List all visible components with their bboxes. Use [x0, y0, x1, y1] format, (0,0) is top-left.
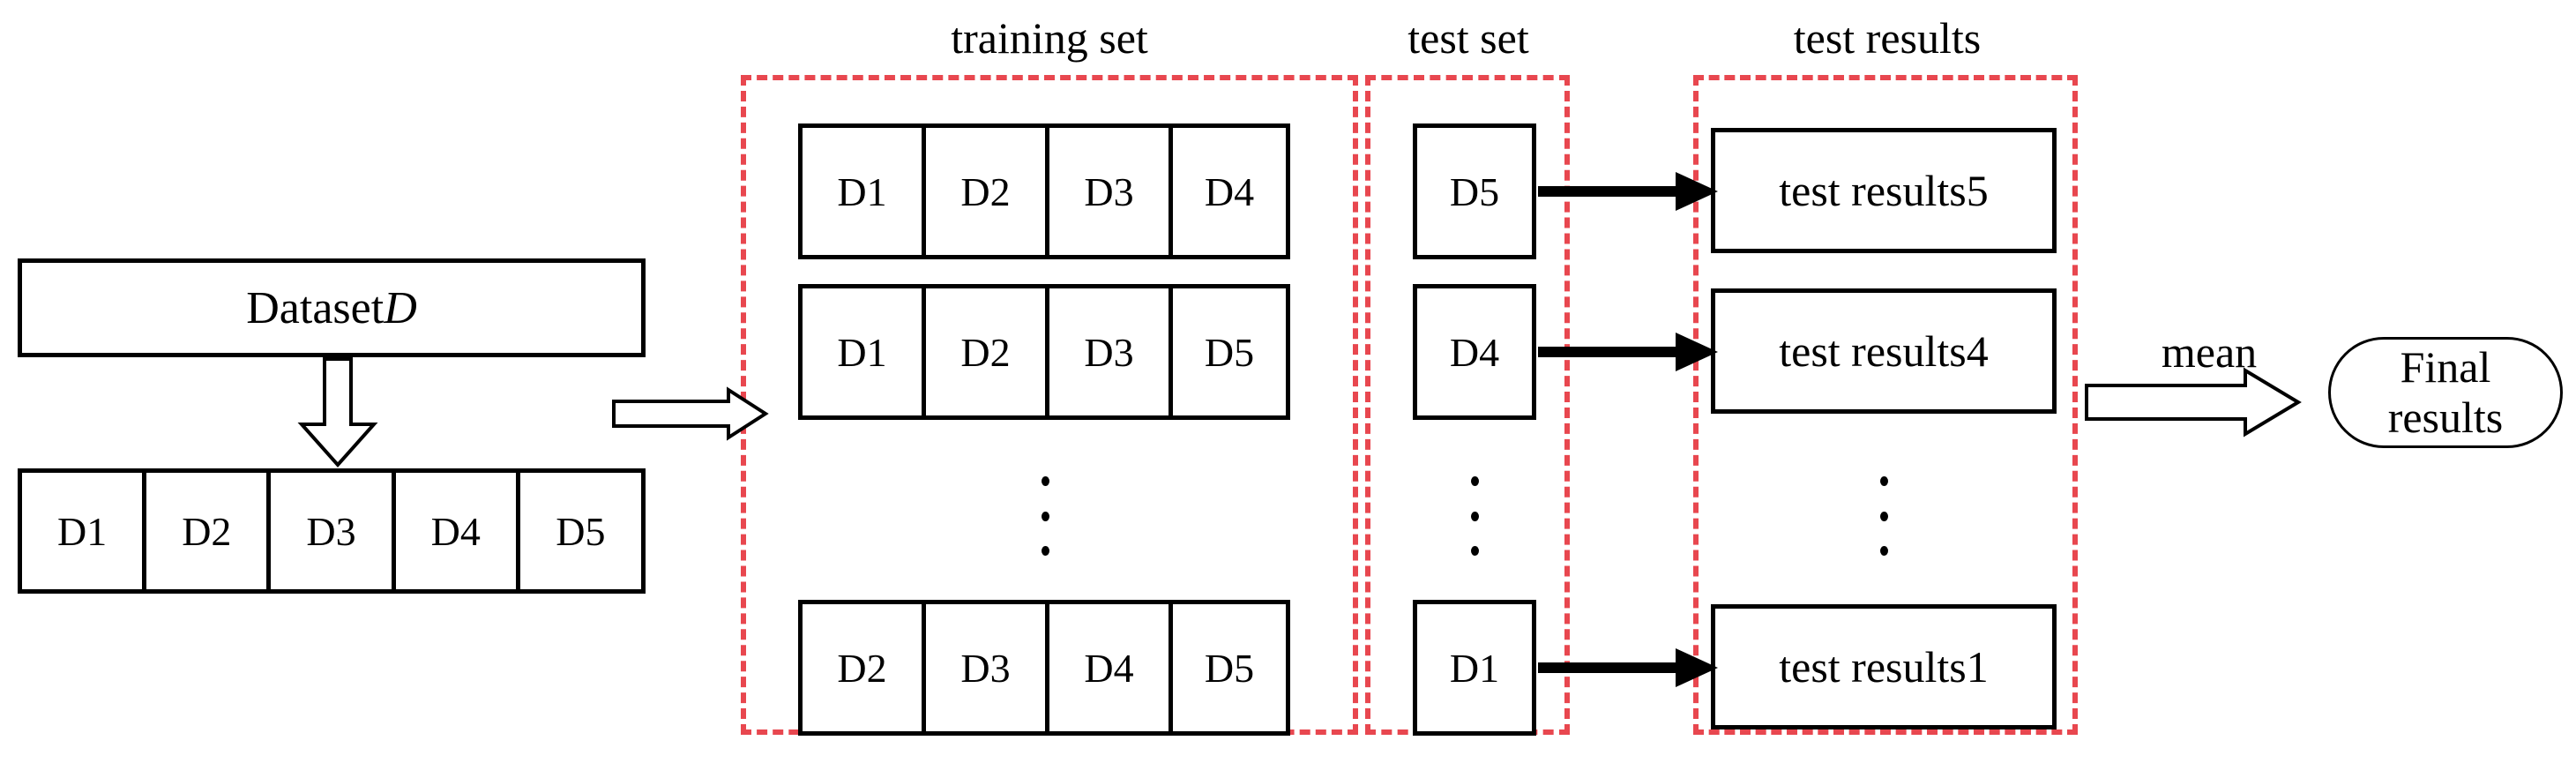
- test-result-item-1: test results5: [1711, 128, 2057, 253]
- final-results-line2: results: [2387, 393, 2504, 442]
- final-results-line1: Final: [2400, 341, 2491, 392]
- source-cell-1: D1: [22, 473, 147, 589]
- eval-arrow-3-icon: [1538, 648, 1718, 687]
- eval-arrow-2-icon: [1538, 333, 1718, 371]
- training-row-3-cell-4: D5: [1204, 645, 1255, 691]
- source-split-strip: D1 D2 D3 D4 D5: [18, 468, 646, 594]
- split-arrow-down-icon: [297, 357, 378, 468]
- test-result-item-2: test results4: [1711, 288, 2057, 414]
- test-set-item-1: D5: [1413, 123, 1536, 259]
- training-row-2-cell-4: D5: [1204, 329, 1255, 375]
- final-results-node: Final results: [2328, 337, 2563, 448]
- training-row-2-cell-1: D1: [803, 288, 926, 415]
- dataset-label: Dataset: [246, 282, 385, 333]
- training-row-3: D2 D3 D4 D5: [798, 600, 1290, 736]
- training-row-2: D1 D2 D3 D5: [798, 284, 1290, 420]
- test-result-item-3: test results1: [1711, 604, 2057, 729]
- training-row-3-cell-1: D2: [803, 604, 926, 731]
- training-row-1-cell-4: D4: [1204, 168, 1255, 214]
- dataset-box: Dataset D: [18, 258, 646, 357]
- source-cell-4: D4: [396, 473, 520, 589]
- fold-arrow-right-icon: [612, 386, 769, 441]
- source-cell-2: D2: [146, 473, 272, 589]
- mean-arrow-right-icon: [2085, 367, 2302, 438]
- test-results-caption: test results: [1793, 13, 1982, 63]
- training-row-3-cell-2: D3: [926, 604, 1049, 731]
- training-set-caption: training set: [951, 13, 1148, 63]
- training-row-2-cell-2: D2: [926, 288, 1049, 415]
- test-set-item-3: D1: [1413, 600, 1536, 736]
- training-row-3-cell-3: D4: [1049, 604, 1173, 731]
- test-set-item-2: D4: [1413, 284, 1536, 420]
- test-results-ellipsis-icon: [1875, 476, 1893, 556]
- eval-arrow-1-icon: [1538, 172, 1718, 211]
- training-set-ellipsis-icon: [1036, 476, 1054, 556]
- training-row-1-cell-2: D2: [926, 128, 1049, 255]
- test-set-caption: test set: [1407, 13, 1529, 63]
- source-cell-3: D3: [271, 473, 396, 589]
- mean-label: mean: [2161, 327, 2258, 377]
- training-row-1: D1 D2 D3 D4: [798, 123, 1290, 259]
- training-row-2-cell-3: D3: [1049, 288, 1173, 415]
- training-row-1-cell-3: D3: [1049, 128, 1173, 255]
- test-set-ellipsis-icon: [1466, 476, 1483, 556]
- training-row-1-cell-1: D1: [803, 128, 926, 255]
- source-cell-5: D5: [556, 508, 606, 554]
- dataset-symbol: D: [384, 282, 417, 333]
